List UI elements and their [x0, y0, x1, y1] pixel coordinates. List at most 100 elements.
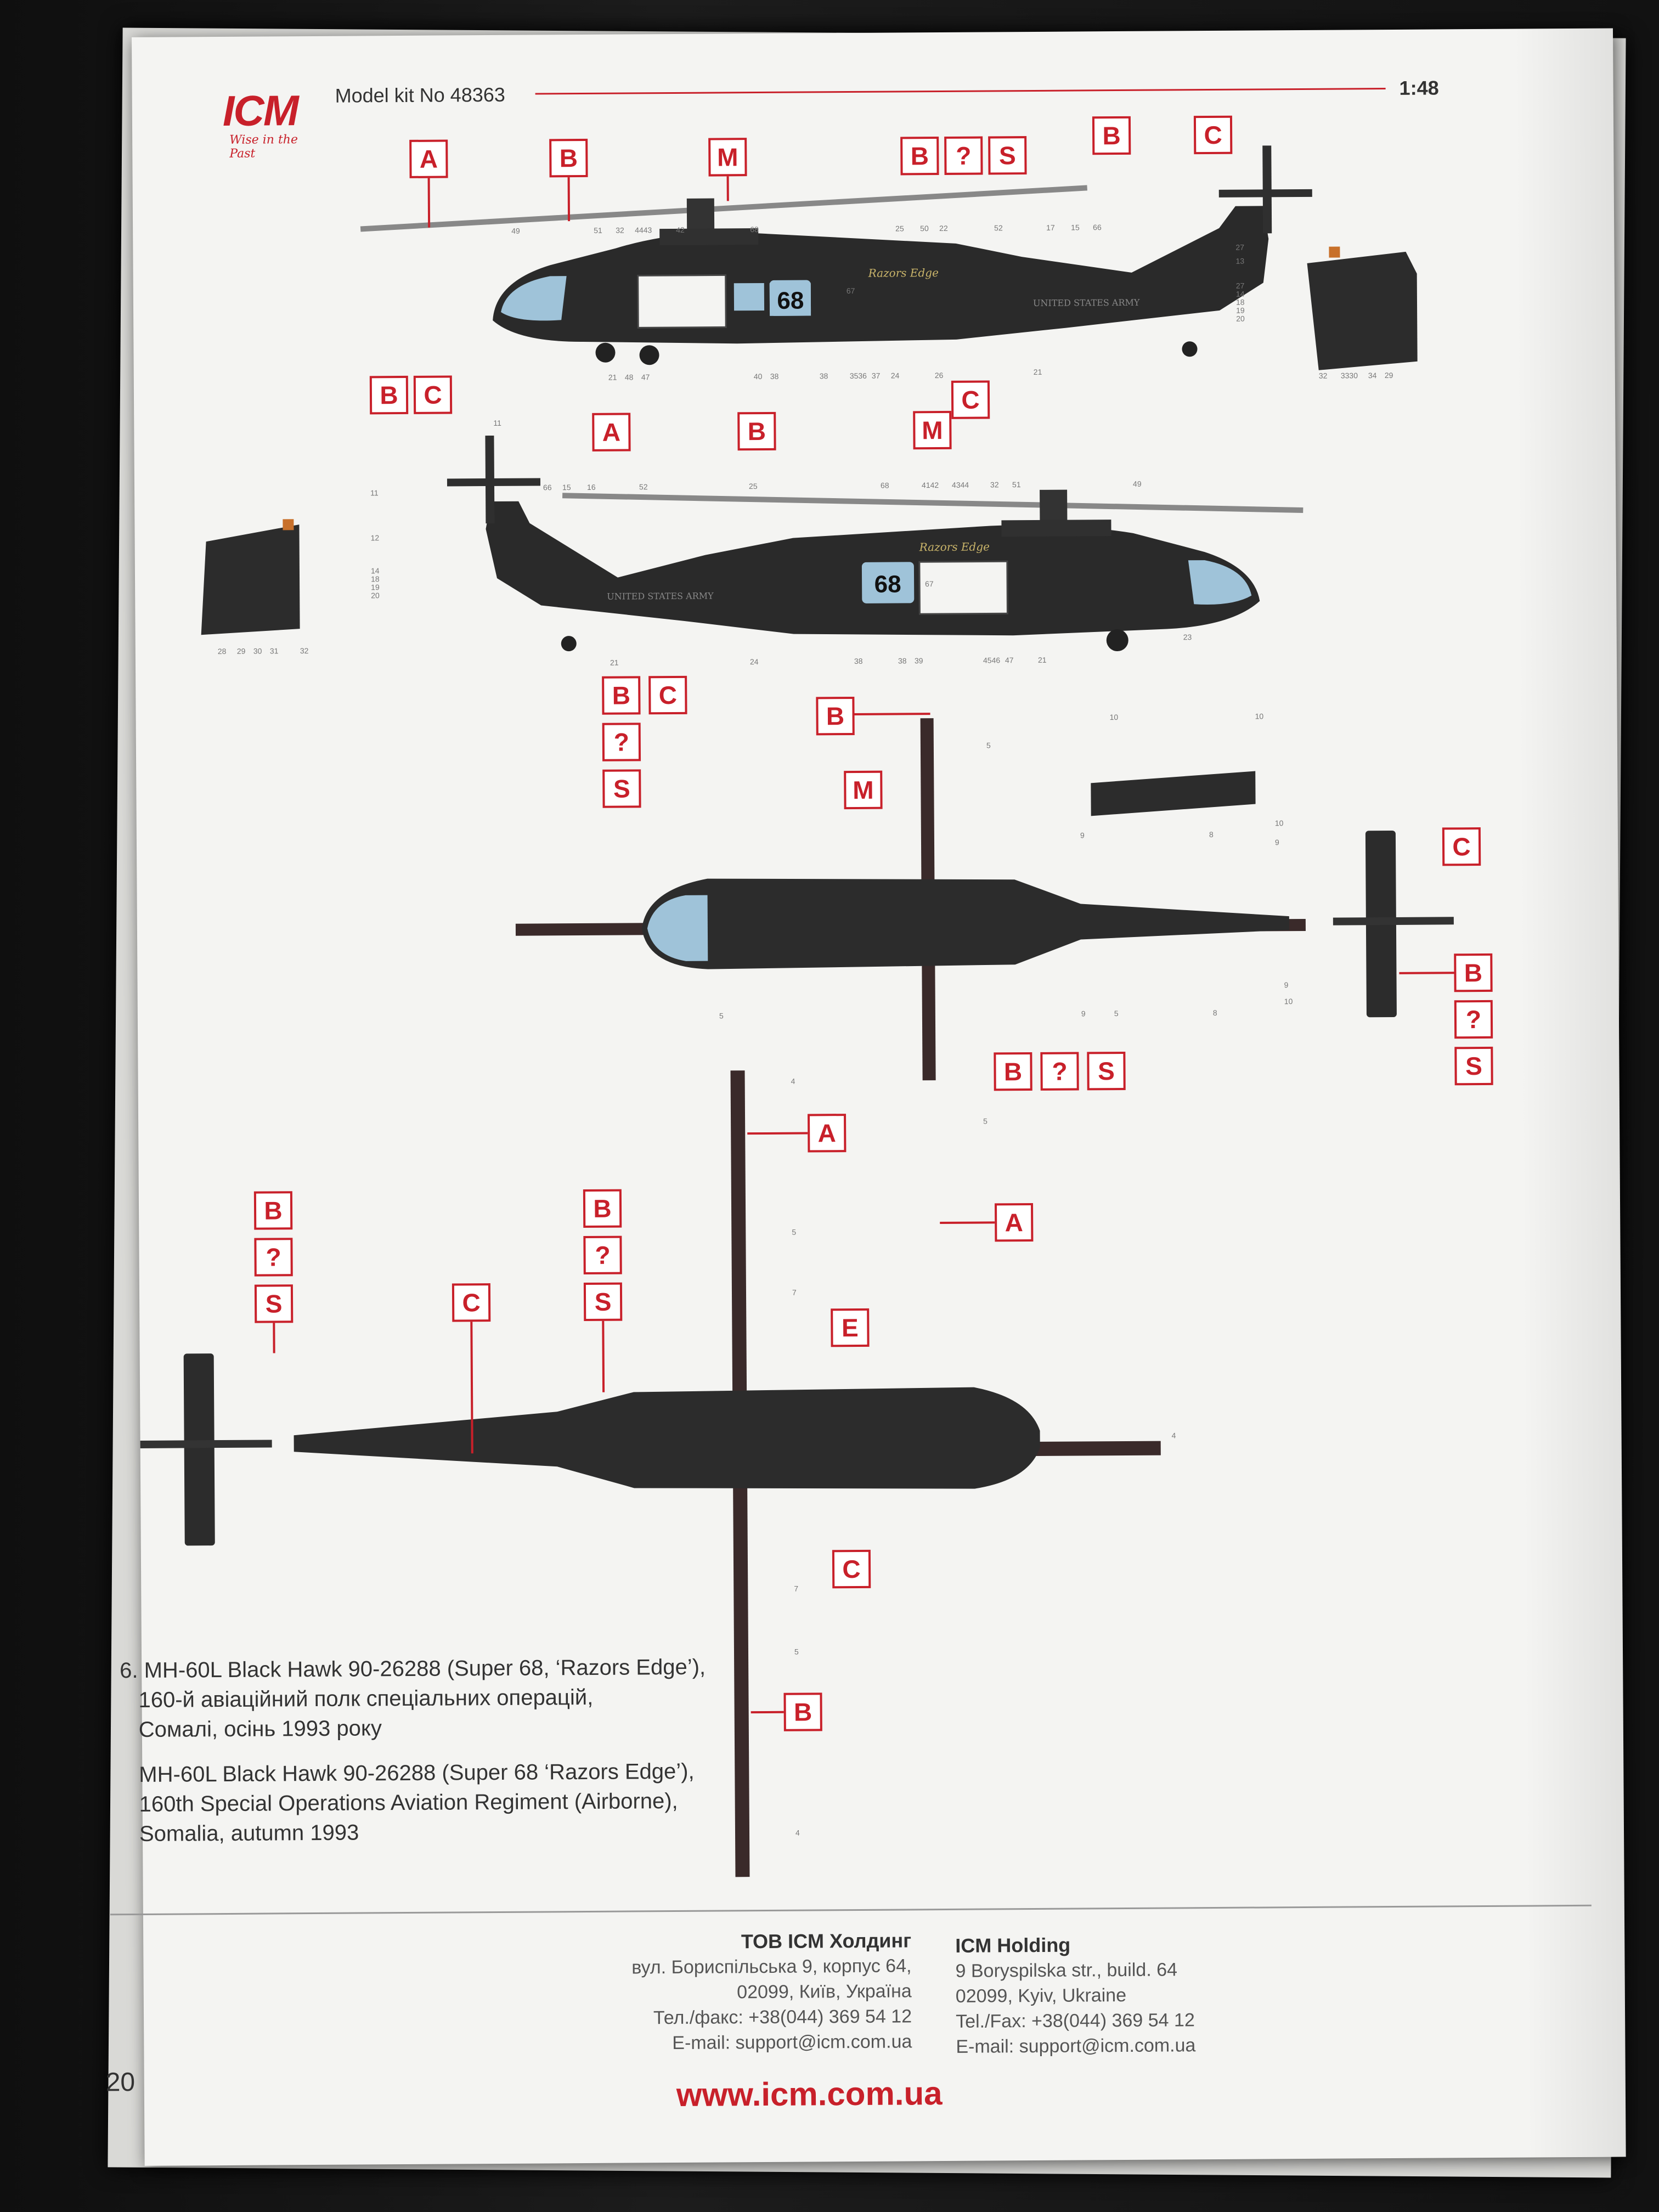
callout-side1-right-0: 27 — [1235, 243, 1244, 252]
top-view — [515, 718, 1454, 1081]
callout-side1-top-10: 17 — [1046, 223, 1055, 232]
canopy-glass-2 — [1188, 560, 1252, 605]
callout-side2-top-7: 4142 — [922, 481, 939, 489]
tail-number-text-2: 68 — [874, 571, 901, 597]
nose-art-2: Razors Edge — [919, 540, 990, 554]
callout-side2-top-6: 68 — [881, 481, 889, 490]
caption-ukrainian: 6. MH-60L Black Hawk 90-26288 (Super 68,… — [120, 1652, 706, 1745]
tail-wheel — [1182, 341, 1198, 357]
tail-rotor-blade-h-2 — [447, 478, 541, 487]
address-en-line3: Tel./Fax: +38(044) 369 54 12 — [956, 2010, 1195, 2032]
page-number: 20 — [105, 2068, 136, 2097]
tail-rotor-blade-h — [1218, 189, 1312, 198]
side-view-right-facing: 68 Razors Edge UNITED STATES ARMY — [447, 435, 1304, 652]
callout-side1-top-8: 22 — [939, 224, 948, 233]
callout-side2-top-8: 4344 — [952, 481, 969, 489]
callout-bottom-4: 7 — [794, 1584, 798, 1593]
rotor-mast — [686, 198, 715, 232]
engine-housing-2 — [1001, 520, 1111, 537]
main-wheel-3 — [1106, 629, 1128, 652]
callout-tail1-bottom-1: 3330 — [1341, 371, 1358, 380]
callout-top-8: 9 — [1275, 838, 1279, 847]
callout-side1-top-2: 32 — [616, 226, 624, 235]
callout-side1-bottom-8: 24 — [891, 371, 900, 380]
tail-number-box — [769, 283, 811, 316]
callout-top-12: 10 — [1110, 713, 1119, 721]
callout-side2-top-2: 15 — [562, 483, 571, 492]
caption-english: MH-60L Black Hawk 90-26288 (Super 68 ‘Ra… — [139, 1757, 695, 1849]
address-en-line4: E-mail: support@icm.com.ua — [956, 2035, 1196, 2057]
callout-bottom-6: 4 — [795, 1829, 800, 1837]
bottom-tail-rotor — [140, 1440, 272, 1448]
callout-side2-top-4: 52 — [639, 482, 648, 491]
nose-art: Razors Edge — [868, 266, 939, 280]
callout-side1-right-4: 18 — [1236, 298, 1245, 307]
callout-side1-top-3: 4443 — [635, 225, 652, 234]
callout-side1-bottom-7: 37 — [872, 371, 881, 380]
callout-side2-top-1: 66 — [543, 483, 552, 492]
address-ua-title: ТОВ ICM Холдинг — [741, 1929, 912, 1953]
callout-side2-bottom-8: 23 — [1183, 633, 1192, 641]
callout-tail1-bottom-3: 29 — [1385, 371, 1393, 380]
callout-top-5: 5 — [1114, 1009, 1119, 1018]
callout-side1-bottom-4: 38 — [770, 372, 779, 381]
callout-top-2: 8 — [1209, 830, 1214, 839]
callout-side2-bottom-4: 39 — [915, 656, 923, 665]
callout-top-10: 10 — [1284, 997, 1293, 1006]
callout-side1-bottom-3: 40 — [754, 372, 763, 381]
website-url: www.icm.com.ua — [676, 2075, 943, 2114]
top-fuselage — [641, 878, 1289, 969]
caption-en-line3: Somalia, autumn 1993 — [139, 1820, 359, 1846]
callout-top-9: 9 — [1284, 980, 1289, 989]
main-rotor-blade-2 — [562, 493, 1304, 513]
callout-top-6: 8 — [1213, 1008, 1217, 1017]
address-en-line1: 9 Boryspilska str., build. 64 — [955, 1959, 1178, 1982]
callout-side1-top-7: 50 — [920, 224, 929, 233]
caption-ua-line2: 160-й авіаційний полк спеціальних операц… — [138, 1685, 594, 1712]
fuselage-text-2: UNITED STATES ARMY — [607, 591, 714, 602]
tail-wheel-2 — [561, 636, 577, 652]
footer-rule — [110, 1904, 1592, 1916]
callout-side2-bottom-2: 38 — [854, 657, 863, 665]
main-wheel-2 — [639, 345, 659, 365]
top-tail-rotor — [1333, 917, 1454, 926]
stabilizer-detail — [1091, 771, 1256, 816]
canopy-glass — [501, 276, 567, 321]
callout-side2-bottom-5: 4546 — [983, 656, 1000, 664]
main-wheel — [595, 342, 616, 363]
callout-side1-bottom-6: 3536 — [850, 371, 867, 380]
callout-side1-top-1: 51 — [594, 226, 602, 235]
callout-side2-bottom-7: 21 — [1038, 656, 1047, 664]
callout-side2-bottom-1: 24 — [750, 657, 759, 666]
callout-numbers: 49 51 32 4443 42 68 25 50 22 52 17 15 66… — [218, 223, 1393, 1837]
callout-side1-bottom-0: 21 — [608, 373, 617, 382]
callout-top-7: 10 — [1275, 819, 1284, 827]
callout-side1-bottom-5: 38 — [820, 371, 828, 380]
caption-en-line1: MH-60L Black Hawk 90-26288 (Super 68 ‘Ra… — [139, 1759, 695, 1787]
side-view-left-facing: 68 Razors Edge UNITED STATES ARMY — [360, 145, 1312, 365]
callout-bottom-3: 4 — [1172, 1431, 1176, 1440]
tail-number-text: 68 — [777, 287, 804, 314]
callout-top-11: 5 — [983, 1117, 988, 1126]
callout-side1-top-4: 42 — [676, 225, 685, 234]
callout-tail2-bottom-4: 32 — [300, 646, 309, 655]
main-rotor-blade — [360, 185, 1087, 232]
callout-top-13: 10 — [1255, 712, 1264, 720]
callout-side1-top-0: 49 — [511, 227, 520, 235]
caption-en-line2: 160th Special Operations Aviation Regime… — [139, 1788, 678, 1816]
callout-tail2-bottom-1: 29 — [237, 647, 246, 656]
callout-side1-bottom-2: 47 — [641, 373, 650, 381]
cabin-door-open — [637, 274, 727, 329]
callout-top-3: 5 — [719, 1011, 724, 1020]
callout-top-1: 9 — [1080, 831, 1085, 839]
address-ua-line2: 02099, Київ, Україна — [737, 1980, 912, 2003]
bottom-stabilizer — [183, 1353, 215, 1546]
callout-tail2-bottom-2: 30 — [253, 647, 262, 656]
tail-detail-2 — [201, 519, 300, 635]
callout-side2-bottom-3: 38 — [898, 656, 907, 665]
callout-side1-bottom-10: 21 — [1034, 368, 1042, 376]
callout-bottom-5: 5 — [794, 1647, 799, 1656]
cabin-window-2 — [861, 562, 915, 603]
callout-side2-left-3: 18 — [371, 574, 380, 583]
callout-side2-left-0: 11 — [370, 488, 379, 497]
